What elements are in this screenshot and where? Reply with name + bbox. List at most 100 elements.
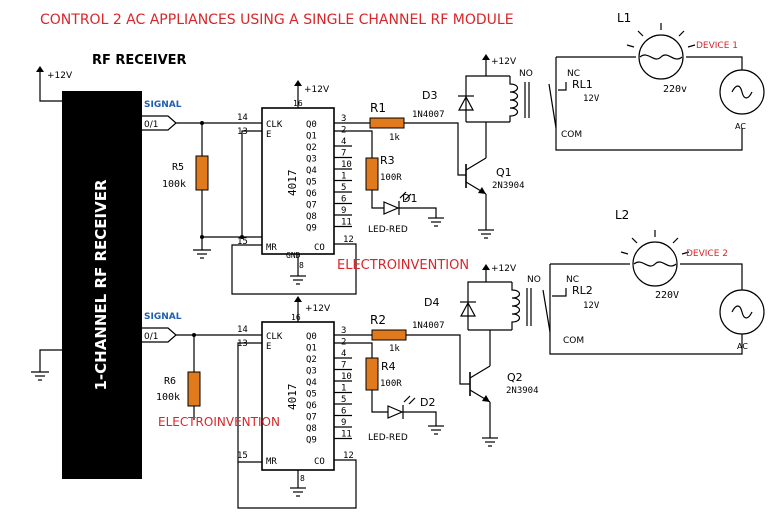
transistor-q1 <box>465 157 487 195</box>
pin-q0: Q0 <box>306 120 317 130</box>
ac-source-icon <box>719 289 765 335</box>
pin-q2: Q2 <box>306 143 317 153</box>
rl2-nc: NC <box>566 275 579 285</box>
supply-arrow-icon <box>482 54 490 60</box>
pin-number: 1 <box>341 384 346 394</box>
rf-module-label: 1-CHANNEL RF RECEIVER <box>92 179 110 390</box>
rl1-no: NO <box>519 69 533 79</box>
r2-value: 1k <box>389 344 400 354</box>
pin-13: 13 <box>237 339 248 349</box>
pin-12: 12 <box>343 235 354 245</box>
relay-coil-rl2 <box>511 282 521 330</box>
pin-q3: Q3 <box>306 367 317 377</box>
pin-q9: Q9 <box>306 436 317 446</box>
pin-e: E <box>266 342 271 352</box>
q2-part: 2N3904 <box>506 386 539 396</box>
supply-arrow-icon <box>36 66 44 72</box>
relay-coil-rl1 <box>509 76 519 122</box>
r6-label: R6 <box>164 376 176 387</box>
pin-q5: Q5 <box>306 390 317 400</box>
supply-arrow-icon <box>482 264 490 270</box>
pin-number: 7 <box>341 361 346 371</box>
transistor-q2 <box>469 365 491 403</box>
supply-arrow-icon <box>294 80 302 86</box>
pin-12: 12 <box>343 451 354 461</box>
pin-number: 7 <box>341 149 346 159</box>
diagram-title: CONTROL 2 AC APPLIANCES USING A SINGLE C… <box>40 12 514 28</box>
r6-value: 100k <box>156 392 180 403</box>
pin-13: 13 <box>237 127 248 137</box>
pin-number: 5 <box>341 395 346 405</box>
pin-16: 16 <box>291 313 301 322</box>
d2-color: LED-RED <box>368 433 408 443</box>
d1-color: LED-RED <box>368 225 408 235</box>
d4-label: D4 <box>424 296 439 309</box>
lamp-l1 <box>626 23 696 80</box>
pin-15: 15 <box>237 237 248 247</box>
supply-label: +12V <box>304 85 330 95</box>
pin-mr: MR <box>266 243 277 253</box>
pin-q5: Q5 <box>306 178 317 188</box>
pin-number: 1 <box>341 172 346 182</box>
r1-label: R1 <box>370 101 386 115</box>
rl1-label: RL1 <box>572 78 593 91</box>
ground-icon <box>290 487 306 497</box>
pin-number: 3 <box>341 114 346 124</box>
ground-icon <box>428 217 444 227</box>
q1-label: Q1 <box>496 166 512 179</box>
pin-q0: Q0 <box>306 332 317 342</box>
supply-label: +12V <box>305 304 331 314</box>
rl2-no: NO <box>527 275 541 285</box>
q1-part: 2N3904 <box>492 181 525 191</box>
diode-d3 <box>457 95 475 111</box>
lamp-l2 <box>620 230 690 287</box>
pin-14: 14 <box>237 325 248 335</box>
supply-label: +12V <box>491 57 517 67</box>
pin-q7: Q7 <box>306 413 317 423</box>
pin-q6: Q6 <box>306 401 317 411</box>
l1-label: L1 <box>617 11 631 25</box>
rf-module: 1-CHANNEL RF RECEIVER <box>62 91 142 479</box>
pin-clk: CLK <box>266 120 283 130</box>
d2-label: D2 <box>420 396 435 409</box>
resistor-r1 <box>369 117 405 129</box>
supply-arrow-icon <box>294 296 302 302</box>
pin-e: E <box>266 130 271 140</box>
pin-number: 4 <box>341 137 346 147</box>
supply-label: +12V <box>491 264 517 274</box>
r2-label: R2 <box>370 313 386 327</box>
r1-value: 1k <box>389 133 400 143</box>
pin-number: 6 <box>341 407 346 417</box>
ground-icon <box>428 425 444 435</box>
l2-label: L2 <box>615 208 629 222</box>
pin-q9: Q9 <box>306 224 317 234</box>
rl2-voltage: 12V <box>583 301 600 311</box>
device-1-label: DEVICE 1 <box>696 41 738 51</box>
ac-2-label: AC <box>737 342 748 351</box>
pin-q1: Q1 <box>306 344 317 354</box>
resistor-r3 <box>365 157 379 191</box>
rl2-com: COM <box>563 336 584 346</box>
pin-q4: Q4 <box>306 166 317 176</box>
diode-d4 <box>459 301 477 317</box>
d3-part: 1N4007 <box>412 110 445 120</box>
pin-number: 9 <box>341 418 346 428</box>
d3-label: D3 <box>422 89 437 102</box>
r4-label: R4 <box>381 360 396 373</box>
rl1-nc: NC <box>567 69 580 79</box>
q2-label: Q2 <box>507 371 523 384</box>
l2-voltage: 220V <box>655 290 679 301</box>
pin-number: 3 <box>341 326 346 336</box>
pin-q3: Q3 <box>306 155 317 165</box>
device-2-label: DEVICE 2 <box>686 249 728 259</box>
pin-mr: MR <box>266 457 277 467</box>
watermark-1: ELECTROINVENTION <box>337 258 469 273</box>
stage-1: SIGNAL 0/1 R5 100k 14 13 15 CLK E MR GND… <box>142 11 765 295</box>
pin-number: 11 <box>341 218 352 228</box>
pin-number: 5 <box>341 183 346 193</box>
r3-label: R3 <box>380 154 395 167</box>
signal-label-2: SIGNAL <box>144 312 182 322</box>
ground-icon <box>290 275 306 285</box>
signal-label-1: SIGNAL <box>144 100 182 110</box>
ground-icon <box>193 249 211 259</box>
